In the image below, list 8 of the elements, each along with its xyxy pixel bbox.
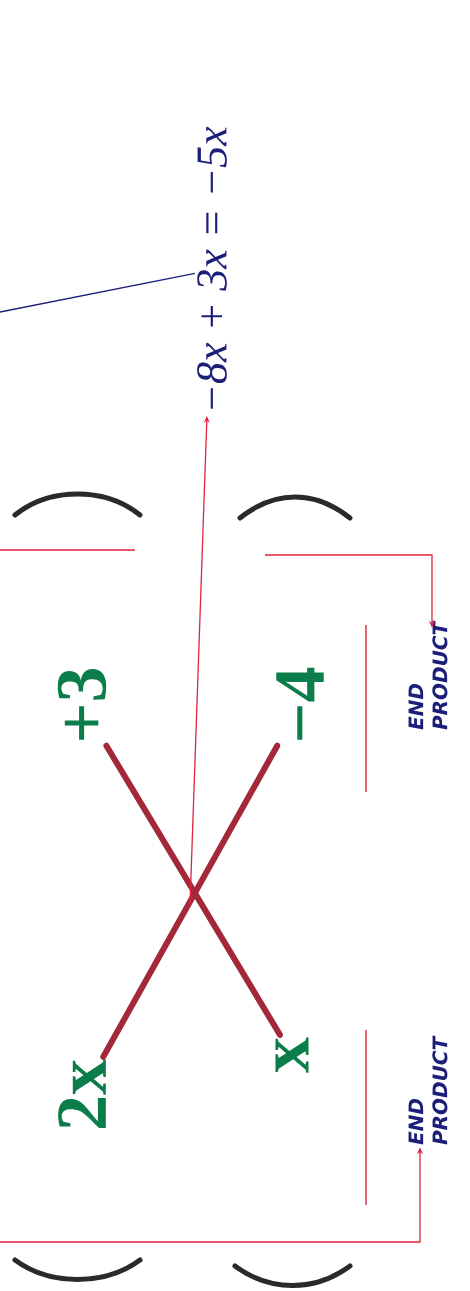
term-text: x [275, 1037, 309, 1073]
term-text: 2x [58, 1059, 106, 1128]
term-text: −4 [276, 667, 324, 740]
equation-text: −8x + 3x = −5x [197, 126, 227, 409]
end-product-label: END PRODUCT [408, 1035, 448, 1145]
connector-line [0, 272, 196, 313]
end-product-label: END PRODUCT [408, 620, 448, 730]
term-text: +3 [57, 668, 107, 740]
